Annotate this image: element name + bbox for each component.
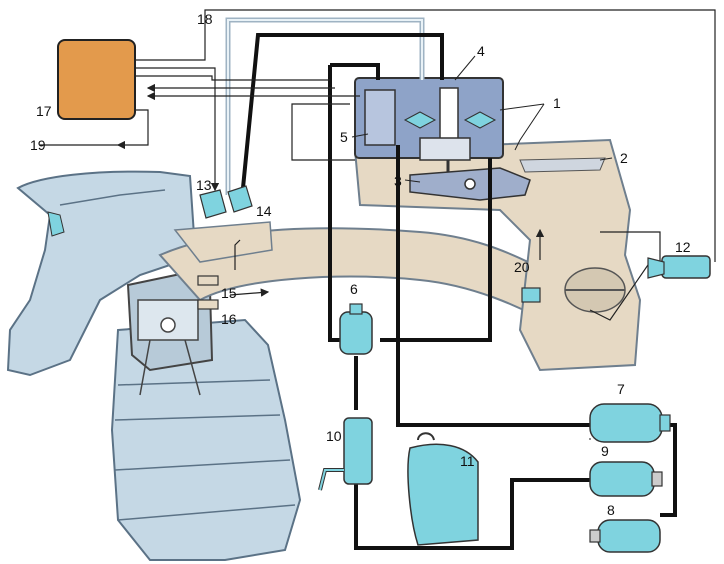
- sensors-on-block: [197, 275, 219, 310]
- air-flow-sensor-housing: [353, 138, 642, 372]
- label-6: 6: [350, 281, 358, 297]
- label-9: 9: [601, 443, 609, 459]
- label-3: 3: [394, 173, 402, 189]
- fuel-filter: [318, 417, 373, 491]
- cold-start-valve: [199, 189, 227, 219]
- label-11: 11: [460, 453, 475, 469]
- label-17: 17: [36, 103, 52, 119]
- injection-valve: [227, 185, 253, 213]
- label-5: 5: [340, 129, 348, 145]
- fuel-pump-9: [589, 461, 663, 497]
- label-19: 19: [30, 137, 46, 153]
- label-7: 7: [617, 381, 625, 397]
- fuel-accumulator: [339, 303, 373, 355]
- label-20: 20: [514, 259, 530, 275]
- label-10: 10: [326, 428, 342, 444]
- control-line: [225, 17, 425, 195]
- fuel-distributor: [354, 77, 504, 176]
- label-18: 18: [197, 11, 213, 27]
- label-12: 12: [675, 239, 691, 255]
- cylinder-piston: [126, 270, 214, 396]
- leader-lines: [351, 55, 613, 440]
- fuel-pump-8: [589, 519, 661, 553]
- auxiliary-air-device: [647, 255, 711, 279]
- fuel-lines: [240, 33, 677, 550]
- label-1: 1: [553, 95, 561, 111]
- label-2: 2: [620, 150, 628, 166]
- signal-lines: [40, 9, 716, 321]
- label-15: 15: [221, 285, 237, 301]
- intake-runner: [158, 221, 562, 333]
- engine-cylinder-head: [6, 170, 197, 377]
- control-unit-ecu: [57, 39, 136, 120]
- sensor-plate-lever: [409, 167, 531, 201]
- label-16: 16: [221, 311, 237, 327]
- throttle-switch: [521, 287, 541, 303]
- fuel-pump-7: [589, 403, 671, 443]
- engine-block: [110, 318, 302, 561]
- label-4: 4: [477, 43, 485, 59]
- fuel-tank: [407, 432, 479, 546]
- label-14: 14: [256, 203, 272, 219]
- label-13: 13: [196, 177, 212, 193]
- label-8: 8: [607, 502, 615, 518]
